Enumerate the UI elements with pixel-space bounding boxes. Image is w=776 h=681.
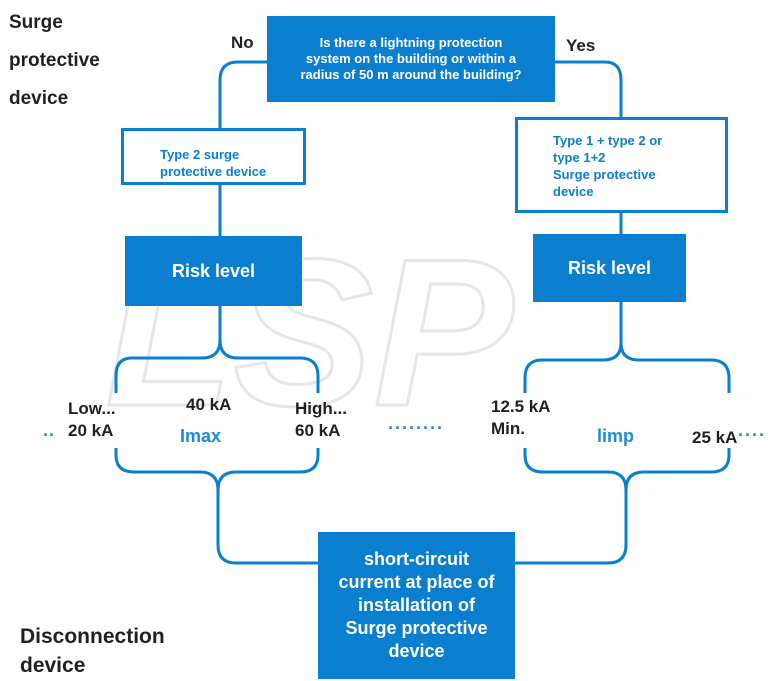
high-value: 60 kA — [295, 421, 341, 440]
right-risk-level-label: Risk level — [567, 257, 652, 278]
yes-label: Yes — [566, 36, 596, 55]
disconnection-label-line-1: Disconnection — [20, 625, 165, 648]
short-circuit-line-1: short-circuit — [363, 549, 469, 569]
disconnection-device-label: Disconnection device — [20, 622, 165, 680]
left-risk-to-bracket-right — [218, 339, 320, 393]
type1-line-3: Surge protective — [553, 167, 656, 182]
left-low-value: Low... 20 kA — [68, 398, 116, 442]
min-label: Min. — [491, 419, 525, 438]
type1-line-4: device — [553, 184, 594, 199]
short-circuit-line-5: device — [388, 641, 445, 661]
right-risk-level-box: Risk level — [533, 234, 686, 302]
yes-branch-line — [555, 60, 623, 117]
type1-type2-device-box: Type 1 + type 2 or type 1+2 Surge protec… — [515, 117, 728, 213]
short-circuit-line-3: installation of — [357, 595, 475, 615]
min-value: 12.5 kA — [491, 397, 551, 416]
left-leading-dots: .. — [43, 420, 56, 440]
left-risk-to-bracket-line — [114, 306, 222, 393]
left-trailing-dots: ········ — [388, 418, 444, 438]
surge-device-label: Surge protective device — [9, 4, 100, 118]
type2-line-1: Type 2 surge — [160, 147, 240, 162]
type2-line-2: protective device — [160, 164, 267, 179]
question-box: Is there a lightning protection system o… — [267, 16, 555, 102]
surge-label-line-1: Surge — [9, 12, 63, 33]
surge-label-line-2: protective — [9, 50, 100, 71]
question-line-3: radius of 50 m around the building? — [300, 67, 522, 82]
right-risk-to-bracket-line — [523, 302, 623, 393]
left-high-value: High... 60 kA — [295, 398, 347, 442]
left-lower-bracket-right — [216, 448, 320, 491]
high-label: High... — [295, 399, 347, 418]
type1-line-2: type 1+2 — [553, 150, 606, 165]
limp-label: limp — [597, 426, 635, 446]
disconnection-label-line-2: device — [20, 654, 86, 677]
left-mid-value: 40 kA — [186, 395, 232, 414]
short-circuit-box: short-circuit current at place of instal… — [318, 532, 515, 679]
right-min-value: 12.5 kA Min. — [491, 396, 551, 440]
right-risk-to-bracket-right — [619, 342, 731, 393]
short-circuit-line-2: current at place of — [338, 572, 495, 592]
no-label: No — [231, 33, 254, 52]
low-label: Low... — [68, 399, 116, 418]
question-line-2: system on the building or within a — [305, 51, 517, 66]
imax-label: Imax — [180, 426, 222, 446]
low-value: 20 kA — [68, 421, 114, 440]
right-max-value: 25 kA — [692, 428, 738, 447]
right-trailing-dots: ···· — [738, 425, 766, 445]
left-risk-level-label: Risk level — [171, 260, 256, 281]
right-lower-bracket — [515, 448, 628, 565]
type1-line-1: Type 1 + type 2 or — [553, 133, 663, 148]
question-line-1: Is there a lightning protection — [319, 35, 503, 50]
short-circuit-line-4: Surge protective — [345, 618, 488, 638]
left-lower-bracket — [114, 448, 318, 565]
type2-device-box: Type 2 surge protective device — [121, 128, 306, 185]
right-lower-bracket-right — [624, 448, 731, 491]
surge-label-line-3: device — [9, 88, 69, 109]
left-risk-level-box: Risk level — [125, 236, 302, 306]
no-branch-line — [218, 60, 267, 128]
